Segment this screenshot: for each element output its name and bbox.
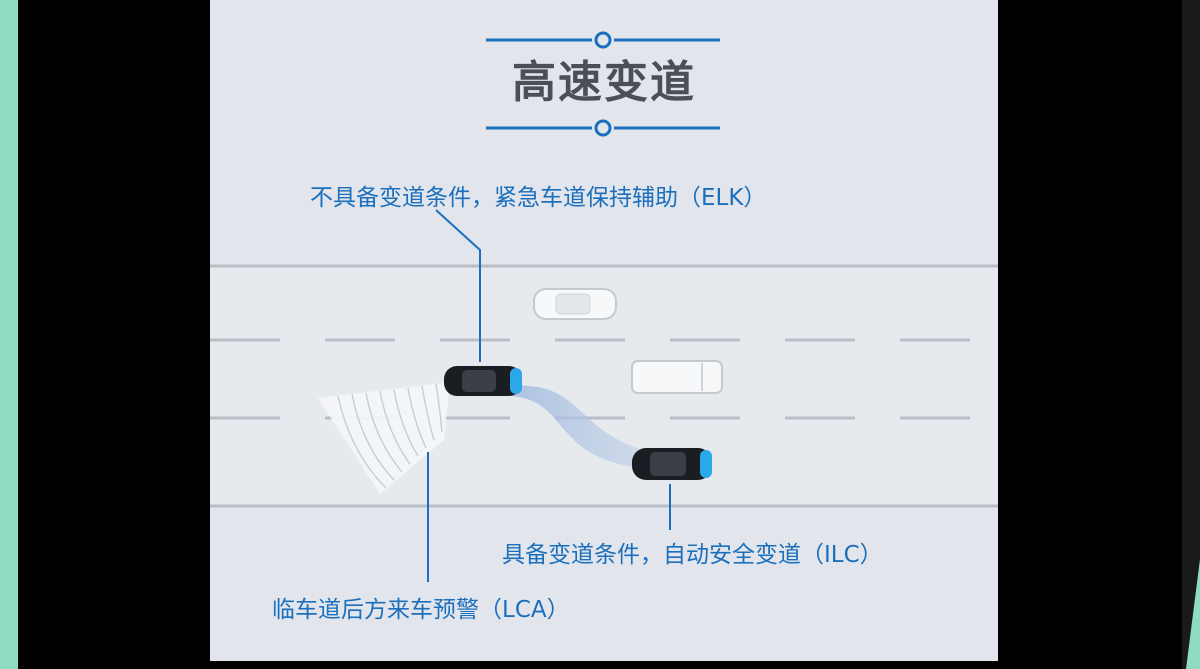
rear-radar-fan bbox=[318, 382, 450, 494]
white-van bbox=[631, 360, 723, 394]
right-corner-accent bbox=[1186, 559, 1200, 669]
highway-scene bbox=[210, 31, 998, 582]
ego-car-changed-lane bbox=[632, 448, 712, 480]
diagram-panel: 高速变道 不具备变道条件，紧急车道保持辅助（ELK） 具备变道条件，自动安全变道… bbox=[210, 0, 998, 661]
lane-change-trail bbox=[510, 385, 670, 468]
ego-car-current bbox=[444, 366, 522, 396]
right-border-strip bbox=[1182, 0, 1200, 669]
lca-label: 临车道后方来车预警（LCA） bbox=[272, 597, 570, 623]
title-ornament-bottom bbox=[486, 119, 720, 137]
ilc-label: 具备变道条件，自动安全变道（ILC） bbox=[502, 542, 883, 568]
title-ornament-top bbox=[486, 31, 720, 49]
diagram-title: 高速变道 bbox=[512, 57, 696, 108]
elk-callout-line bbox=[435, 209, 481, 362]
elk-label: 不具备变道条件，紧急车道保持辅助（ELK） bbox=[310, 185, 767, 211]
white-sedan bbox=[533, 288, 617, 320]
left-border-strip bbox=[0, 0, 18, 669]
